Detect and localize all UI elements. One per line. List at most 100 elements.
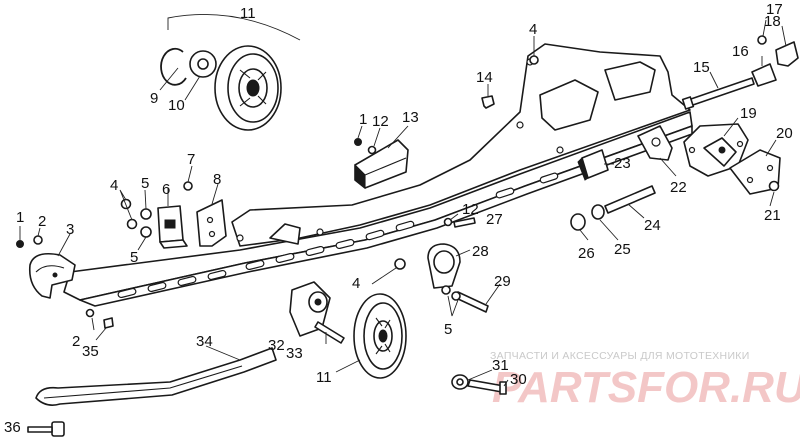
washer-31 — [451, 374, 469, 390]
callout-16: 16 — [732, 43, 749, 60]
rail-plate-cutout-b — [604, 61, 656, 101]
adjuster-bolt-15 — [681, 77, 755, 110]
bumper-13 — [354, 139, 409, 190]
callout-5-upper: 5 — [141, 175, 149, 192]
rail-slots — [117, 172, 559, 299]
callout-4-mid: 4 — [352, 275, 360, 292]
callout-36: 36 — [4, 419, 21, 436]
nut-4-mid — [394, 258, 406, 270]
callout-35: 35 — [82, 343, 99, 360]
callout-28: 28 — [472, 243, 489, 260]
watermark-caption: ЗАПЧАСТИ И АКСЕССУАРЫ ДЛЯ МОТОТЕХНИКИ — [490, 350, 750, 362]
callout-13: 13 — [402, 109, 419, 126]
callout-12-mid: 12 — [462, 201, 479, 218]
nut-1-upper — [354, 138, 362, 146]
callout-23: 23 — [614, 155, 631, 172]
rail-hole — [316, 228, 324, 236]
idler-wheel-bottom — [353, 293, 407, 379]
callout-1-upper: 1 — [359, 111, 367, 128]
bolt-36 — [27, 421, 65, 437]
callout-15: 15 — [693, 59, 710, 76]
bolt-33 — [314, 321, 345, 344]
callout-30: 30 — [510, 371, 527, 388]
rail-plate-cutout-a — [539, 79, 599, 131]
callout-21: 21 — [764, 207, 781, 224]
callout-2-bottom: 2 — [72, 333, 80, 350]
washer-2-bottom — [85, 308, 95, 318]
rail-hole — [236, 234, 244, 242]
bracket-20 — [729, 149, 781, 195]
idler-wheel-top — [214, 45, 282, 131]
callout-4-left: 4 — [110, 177, 118, 194]
callout-25: 25 — [614, 241, 631, 258]
small-hardware — [16, 55, 780, 329]
callout-2-left: 2 — [38, 213, 46, 230]
block-23 — [577, 149, 609, 181]
nut-17 — [757, 35, 767, 45]
callout-5-lower: 5 — [130, 249, 138, 266]
clamp-28 — [427, 243, 461, 289]
bushing-25 — [591, 204, 605, 220]
nut-4-top — [529, 55, 539, 65]
callout-14: 14 — [476, 69, 493, 86]
callout-22: 22 — [670, 179, 687, 196]
retaining-ring-9 — [160, 47, 187, 86]
bumper-block-6 — [157, 205, 188, 249]
callout-11-top: 11 — [240, 5, 256, 22]
bolt-27 — [453, 217, 476, 228]
callout-3: 3 — [66, 221, 74, 238]
leader-lines — [19, 19, 787, 387]
bolt-29 — [455, 291, 489, 313]
watermark: ЗАПЧАСТИ И АКСЕССУАРЫ ДЛЯ МОТОТЕХНИКИ PA… — [490, 350, 800, 412]
nut-1-left — [16, 240, 24, 248]
callout-19: 19 — [740, 105, 757, 122]
slide-rail-frame — [63, 43, 693, 307]
washer-5-left-b — [140, 226, 152, 238]
callout-31: 31 — [492, 357, 509, 374]
bracket-8 — [196, 199, 227, 247]
callout-26: 26 — [578, 245, 595, 262]
washer-5-left-a — [140, 208, 152, 220]
callout-33: 33 — [286, 345, 303, 362]
bolt-35 — [103, 317, 114, 329]
adjuster-block-16 — [751, 63, 777, 87]
bracket-plate-19 — [683, 123, 749, 177]
bushing-21 — [768, 180, 780, 192]
bushing-26 — [570, 213, 586, 231]
callout-24: 24 — [644, 217, 661, 234]
bolt-30 — [467, 379, 507, 395]
nut-7 — [183, 181, 193, 191]
washer-12-mid — [443, 217, 453, 227]
callout-20: 20 — [776, 125, 793, 142]
callout-9: 9 — [150, 90, 158, 107]
callout-32: 32 — [268, 337, 285, 354]
callout-7: 7 — [187, 151, 195, 168]
watermark-logo: PARTSFOR.RU — [492, 363, 800, 412]
nut-4-left-b — [126, 218, 138, 230]
shaft-24 — [604, 185, 656, 214]
callout-12-upper: 12 — [372, 113, 389, 130]
callout-8: 8 — [213, 171, 221, 188]
callout-29: 29 — [494, 273, 511, 290]
callout-6: 6 — [162, 181, 170, 198]
callout-1-left: 1 — [16, 209, 24, 226]
callout-labels: 11 9 10 1 2 3 4 5 6 7 8 5 1 12 13 4 14 1… — [4, 1, 793, 436]
rail-plate-cutout-c — [269, 223, 301, 245]
callout-27: 27 — [486, 211, 503, 228]
callout-18: 18 — [764, 13, 781, 30]
callout-17: 17 — [766, 1, 783, 18]
clamp-18 — [775, 41, 799, 67]
washer-5-mid-a — [441, 285, 451, 295]
spacer-10 — [189, 50, 217, 78]
washer-2-left — [33, 235, 43, 245]
callout-4-top: 4 — [529, 21, 537, 38]
washer-12-upper — [367, 145, 377, 155]
bracket-11-top — [167, 14, 301, 41]
callout-34: 34 — [196, 333, 213, 350]
rail-hole — [516, 121, 524, 129]
rail-hole — [556, 146, 564, 154]
end-cap-3 — [28, 252, 76, 299]
clip-22 — [637, 125, 673, 161]
washer-5-mid-b — [451, 291, 461, 301]
